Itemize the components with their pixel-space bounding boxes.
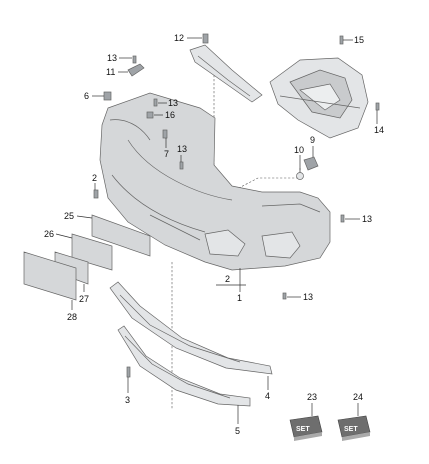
clip-part-2-left xyxy=(93,189,99,199)
ring-part-10 xyxy=(296,172,304,180)
screw-part-14 xyxy=(375,102,380,111)
callout-6: 6 xyxy=(84,91,89,101)
screw-part-13-e xyxy=(282,292,287,300)
set-kit-24: SET xyxy=(337,415,371,441)
plate-bracket-28 xyxy=(23,251,77,301)
callout-2-bottom: 2 xyxy=(225,274,230,284)
callout-13-top: 13 xyxy=(107,53,117,63)
sensor-part-9 xyxy=(303,156,319,171)
callout-2-left: 2 xyxy=(92,173,97,183)
lower-lip-part-5 xyxy=(117,325,251,407)
set-kit-23: SET xyxy=(289,415,323,441)
clip-part-12 xyxy=(202,33,209,44)
callout-26: 26 xyxy=(44,229,54,239)
set-label-23: SET xyxy=(296,426,310,433)
screw-part-13-a xyxy=(132,55,137,64)
plate-bracket-25 xyxy=(91,214,151,257)
callout-16: 16 xyxy=(165,110,175,120)
clip-part-16 xyxy=(146,111,154,119)
callout-7: 7 xyxy=(164,149,169,159)
lower-spoiler-part-4 xyxy=(109,281,273,375)
callout-23: 23 xyxy=(307,392,317,402)
screw-part-13-d xyxy=(340,214,345,223)
callout-27: 27 xyxy=(79,294,89,304)
callout-13-clip: 13 xyxy=(168,98,178,108)
right-impact-bracket xyxy=(269,57,369,139)
callout-10: 10 xyxy=(294,145,304,155)
callout-3: 3 xyxy=(125,395,130,405)
callout-11: 11 xyxy=(106,67,115,77)
clip-part-6 xyxy=(103,91,112,101)
screw-part-13-c xyxy=(179,161,184,170)
upper-center-bracket xyxy=(189,44,263,103)
callout-labels: 12 13 11 6 13 16 7 13 2 15 14 9 10 13 25… xyxy=(44,33,384,436)
callout-5: 5 xyxy=(235,426,240,436)
callout-25: 25 xyxy=(64,211,74,221)
bumper-cover xyxy=(99,92,331,271)
callout-9: 9 xyxy=(310,135,315,145)
callout-15: 15 xyxy=(354,35,364,45)
callout-24: 24 xyxy=(353,392,363,402)
clip-part-11 xyxy=(127,63,145,77)
set-label-24: SET xyxy=(344,426,358,433)
callout-14: 14 xyxy=(374,125,384,135)
leader-lines xyxy=(55,37,378,424)
callout-12: 12 xyxy=(174,33,184,43)
callout-28: 28 xyxy=(67,312,77,322)
screw-part-13-b xyxy=(153,98,158,107)
callout-13-center: 13 xyxy=(177,144,187,154)
callout-1: 1 xyxy=(237,293,242,303)
screw-part-15 xyxy=(339,35,344,45)
callout-4: 4 xyxy=(265,391,270,401)
screw-part-3 xyxy=(126,366,131,378)
clip-part-7 xyxy=(162,129,168,139)
callout-13-bottom: 13 xyxy=(303,292,313,302)
callout-13-right: 13 xyxy=(362,214,372,224)
